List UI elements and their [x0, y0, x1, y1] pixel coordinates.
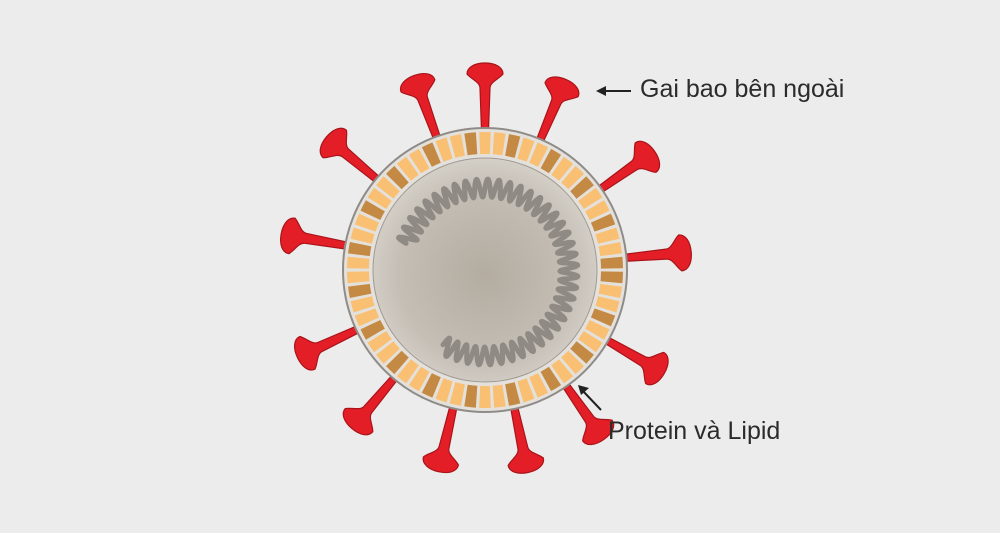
protein-lipid-tile — [354, 213, 380, 232]
protein-lipid-tile — [360, 200, 385, 220]
protein-lipid-tile — [492, 132, 506, 156]
protein-lipid-tile — [408, 148, 430, 174]
protein-lipid-tile — [396, 156, 419, 181]
protein-lipid-tile — [348, 283, 372, 298]
spike-label: Gai bao bên ngoài — [640, 75, 845, 103]
protein-lipid-tile — [354, 308, 380, 327]
protein-lipid-tile — [348, 242, 372, 257]
spike-icon — [530, 76, 580, 157]
protein-lipid-tile — [529, 142, 549, 167]
protein-lipid-tile — [421, 373, 441, 398]
protein-lipid-tile — [517, 378, 535, 403]
protein-lipid-tile — [376, 341, 400, 364]
spike-icon — [294, 319, 374, 371]
protein-lipid-tile — [505, 382, 521, 406]
protein-lipid-tile — [367, 187, 392, 209]
protein-lipid-tile — [585, 200, 610, 220]
protein-lipid-tile — [570, 176, 594, 199]
protein-lipid-tile — [479, 131, 491, 155]
arrow-icon — [596, 86, 606, 96]
spike-group — [280, 62, 692, 474]
protein-lipid-tile — [464, 384, 478, 408]
protein-lipid-tile — [367, 331, 392, 353]
protein-lipid-label: Protein và Lipid — [608, 417, 781, 445]
protein-lipid-tile — [585, 320, 610, 340]
protein-lipid-tile — [505, 134, 521, 158]
protein-lipid-tile — [561, 165, 584, 190]
protein-lipid-tile — [464, 132, 478, 156]
protein-lipid-tile — [540, 148, 562, 174]
protein-lipid-tile — [396, 359, 419, 384]
spike-icon — [584, 140, 661, 202]
protein-lipid-tile — [421, 142, 441, 167]
rna-strand — [396, 176, 581, 368]
protein-lipid-layer — [347, 131, 623, 409]
protein-lipid-tile — [360, 320, 385, 340]
spike-icon — [507, 390, 545, 474]
protein-lipid-tile — [595, 296, 620, 313]
protein-lipid-tile — [435, 378, 453, 403]
spike-icon — [608, 234, 692, 272]
protein-lipid-tile — [376, 176, 400, 199]
protein-lipid-tile — [517, 137, 535, 162]
protein-lipid-tile — [386, 165, 409, 190]
spike-icon — [342, 362, 408, 436]
protein-lipid-tile — [350, 296, 375, 313]
protein-lipid-tile — [347, 271, 370, 284]
spike-icon — [466, 62, 504, 146]
protein-lipid-tile — [598, 242, 622, 257]
spike-icon — [422, 390, 461, 474]
protein-lipid-tile — [540, 366, 562, 392]
protein-lipid-tile — [598, 283, 622, 298]
arrow-icon — [578, 385, 589, 395]
protein-lipid-tile — [449, 134, 465, 158]
protein-lipid-tile — [551, 359, 574, 384]
protein-lipid-tile — [600, 256, 623, 269]
protein-lipid-tile — [492, 384, 506, 408]
protein-lipid-tile — [551, 156, 574, 181]
protein-lipid-tile — [595, 227, 620, 244]
protein-lipid-tile — [590, 213, 616, 232]
protein-lipid-tile — [479, 385, 491, 409]
protein-lipid-tile — [347, 256, 370, 269]
protein-lipid-tile — [600, 271, 623, 284]
protein-lipid-tile — [529, 373, 549, 398]
protein-lipid-tile — [350, 227, 375, 244]
protein-lipid-tile — [435, 137, 453, 162]
arrow-to-protein — [578, 385, 602, 411]
protein-lipid-tile — [449, 382, 465, 406]
spike-icon — [319, 127, 393, 193]
spike-icon — [590, 329, 669, 386]
protein-lipid-tile — [408, 366, 430, 392]
protein-lipid-tile — [578, 331, 603, 353]
protein-lipid-tile — [386, 350, 409, 375]
spike-icon — [399, 72, 446, 155]
protein-lipid-tile — [570, 341, 594, 364]
spike-icon — [553, 369, 615, 446]
protein-lipid-tile — [578, 187, 603, 209]
protein-lipid-tile — [590, 308, 616, 327]
spike-icon — [280, 217, 364, 255]
protein-lipid-tile — [561, 350, 584, 375]
arrow-to-spikes — [596, 86, 631, 96]
